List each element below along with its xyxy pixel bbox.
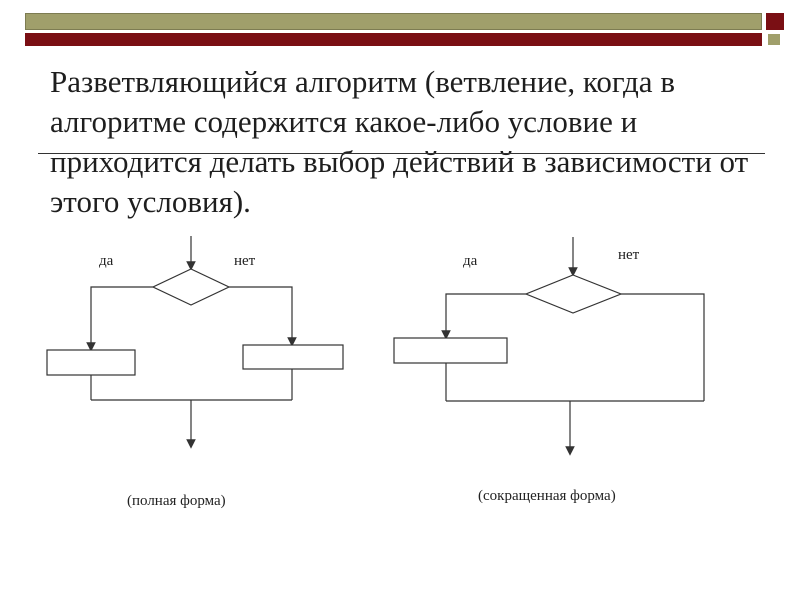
full-yes-action-box [46,349,136,376]
full-condition-diamond [151,268,231,306]
full-no-action-box [242,344,344,370]
short-yes-branch [441,293,526,340]
short-yes-label: да [463,253,478,269]
full-no-label: нет [234,253,256,269]
short-no-branch [621,293,705,401]
full-yes-label: да [99,253,114,269]
corner-square-dark [766,13,784,30]
top-olive-bar [25,13,762,30]
full-form-diagram [46,236,344,449]
full-no-branch [229,286,297,347]
short-condition-diamond [524,274,623,314]
slide-title: Разветвляющийся алгоритм (ветвление, ког… [50,64,749,219]
corner-square-olive [768,34,780,45]
top-maroon-bar [25,33,762,46]
short-form-caption: (сокращенная форма) [478,488,616,504]
short-yes-action-box [393,337,508,364]
short-form-diagram [393,237,705,456]
full-yes-branch [86,286,153,352]
title-underline [38,153,765,154]
full-form-caption: (полная форма) [127,493,226,509]
short-no-label: нет [618,247,640,263]
